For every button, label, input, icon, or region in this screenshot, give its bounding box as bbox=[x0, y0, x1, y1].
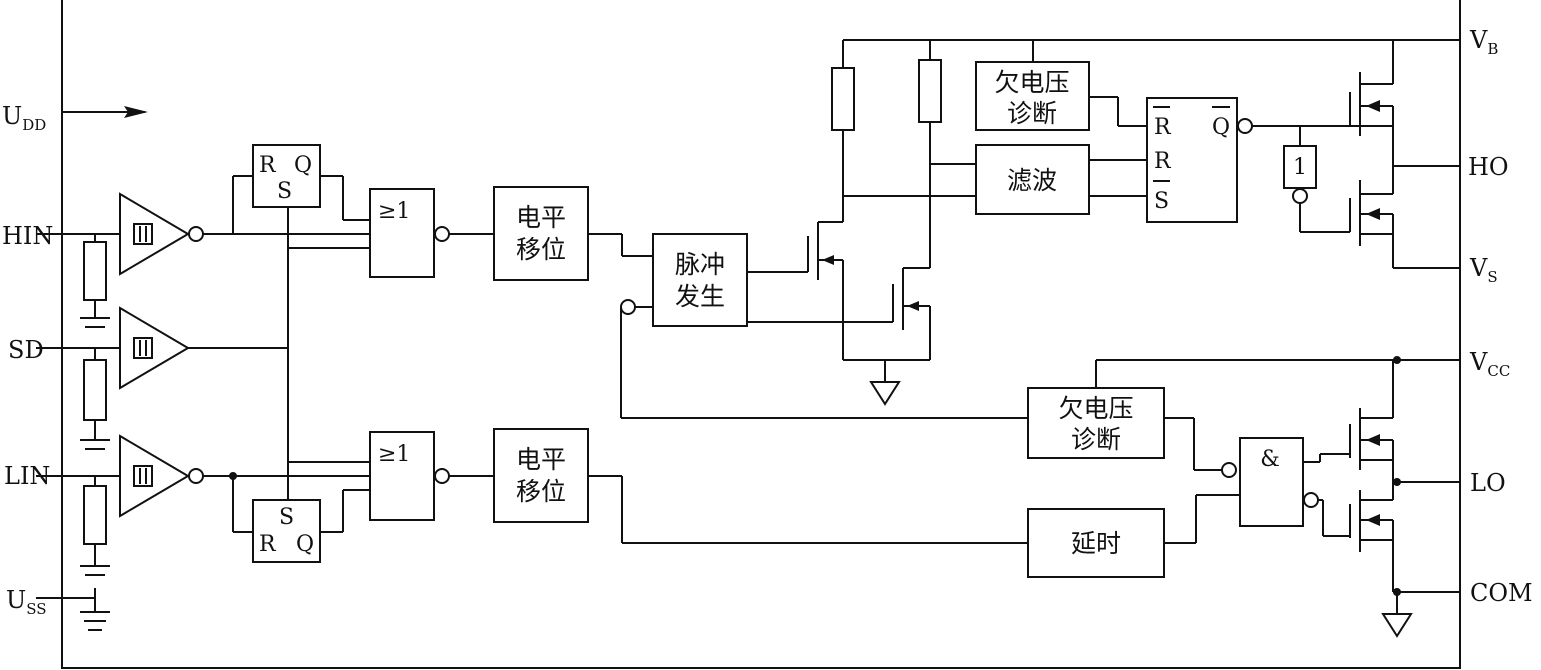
rs-latch-high: R S Q bbox=[252, 144, 321, 208]
svg-text:S: S bbox=[279, 505, 294, 530]
low-side-wires bbox=[203, 472, 370, 533]
high-side-wires bbox=[188, 175, 370, 500]
pin-sd-label: SD bbox=[8, 336, 44, 364]
filter-block: 滤波 bbox=[975, 144, 1147, 215]
pin-com-label: COM bbox=[1470, 579, 1533, 607]
pin-lo-label: LO bbox=[1470, 469, 1506, 497]
package-outline bbox=[61, 0, 1461, 669]
svg-text:发生: 发生 bbox=[675, 282, 725, 311]
schmitt-buffer-sd bbox=[119, 306, 190, 390]
svg-text:移位: 移位 bbox=[516, 235, 566, 264]
svg-text:≥1: ≥1 bbox=[378, 442, 410, 467]
low-side-path-wires bbox=[588, 356, 1460, 544]
udd-arrow bbox=[62, 106, 148, 118]
low-side-output-stage bbox=[1349, 360, 1460, 638]
nor-gate-low: ≥1 bbox=[369, 431, 494, 521]
svg-text:欠电压: 欠电压 bbox=[994, 68, 1069, 97]
svg-text:1: 1 bbox=[1293, 155, 1307, 180]
svg-text:滤波: 滤波 bbox=[1007, 166, 1057, 195]
svg-text:S: S bbox=[277, 179, 292, 204]
nor-gate-high: ≥1 bbox=[369, 188, 494, 278]
uv-detect-low: 欠电压 诊断 bbox=[1027, 387, 1237, 478]
rs-latch-low: S R Q bbox=[252, 499, 321, 563]
rs-latch-output: R R S Q bbox=[1146, 97, 1360, 223]
svg-text:R: R bbox=[1154, 149, 1172, 174]
svg-text:&: & bbox=[1260, 447, 1280, 472]
svg-text:脉冲: 脉冲 bbox=[675, 250, 725, 279]
level-shift-high: 电平 移位 bbox=[493, 186, 589, 281]
svg-text:诊断: 诊断 bbox=[1007, 99, 1057, 128]
inverter-high: 1 bbox=[1283, 126, 1350, 233]
svg-text:R: R bbox=[259, 532, 277, 557]
svg-text:移位: 移位 bbox=[516, 477, 566, 506]
uv-detect-high: 欠电压 诊断 bbox=[975, 61, 1147, 131]
pin-vcc-label: VCC bbox=[1469, 348, 1510, 380]
svg-text:电平: 电平 bbox=[516, 445, 566, 474]
svg-text:Q: Q bbox=[296, 532, 314, 557]
schmitt-buffer-lin bbox=[119, 434, 204, 518]
svg-text:R: R bbox=[259, 153, 277, 178]
and-gate: & bbox=[1239, 437, 1350, 537]
level-shift-low: 电平 移位 bbox=[493, 428, 589, 523]
pin-vb-label: VB bbox=[1469, 26, 1498, 58]
uss-ground-symbol bbox=[36, 588, 110, 631]
pin-udd-label: UDD bbox=[2, 102, 46, 134]
pin-ho-label: HO bbox=[1468, 153, 1509, 181]
schmitt-buffer-hin bbox=[119, 192, 204, 276]
svg-text:S: S bbox=[1154, 189, 1169, 214]
svg-text:电平: 电平 bbox=[516, 203, 566, 232]
pulse-gen-wires bbox=[588, 233, 1028, 419]
pin-vs-label: VS bbox=[1469, 254, 1498, 286]
svg-text:诊断: 诊断 bbox=[1071, 425, 1121, 454]
svg-text:Q: Q bbox=[294, 153, 312, 178]
delay-block: 延时 bbox=[1027, 494, 1240, 578]
svg-text:≥1: ≥1 bbox=[378, 199, 410, 224]
pin-uss-label: USS bbox=[6, 586, 47, 618]
svg-text:Q: Q bbox=[1212, 115, 1230, 140]
level-shift-mosfets bbox=[747, 39, 1460, 406]
input-pull-resistors bbox=[80, 234, 110, 576]
pin-hin-label: HIN bbox=[2, 222, 53, 250]
svg-text:欠电压: 欠电压 bbox=[1058, 394, 1133, 423]
svg-text:延时: 延时 bbox=[1071, 529, 1121, 558]
pulse-generator: 脉冲 发生 bbox=[652, 233, 748, 327]
svg-text:R: R bbox=[1154, 115, 1172, 140]
high-side-output-stage bbox=[1349, 40, 1460, 269]
